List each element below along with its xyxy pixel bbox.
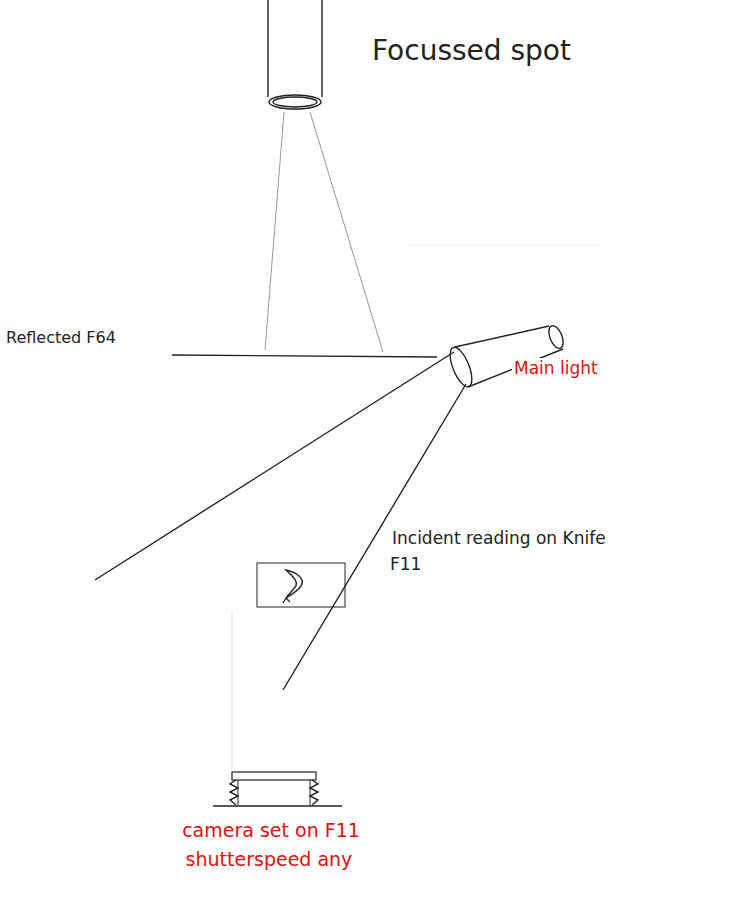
- camera-base: [213, 805, 342, 806]
- camera-bellows: [310, 780, 311, 805]
- label-text: Main light: [512, 358, 600, 378]
- spot-tube: [267, 0, 268, 97]
- camera-bellows: [230, 780, 238, 805]
- label-text: Reflected F64: [4, 328, 118, 347]
- guide-line: [232, 610, 233, 770]
- spot-tube: [321, 0, 322, 97]
- spot-lens: [273, 97, 317, 107]
- knife-blade: [286, 570, 302, 598]
- incident-reading: Incident reading on Knife F11: [390, 526, 610, 577]
- camera-bellows: [238, 780, 239, 805]
- camera-setting: camera set on F11 shutterspeed any: [140, 816, 400, 873]
- camera-bellows: [310, 780, 318, 805]
- reflector-line: [172, 355, 437, 357]
- knife-frame: [257, 563, 345, 607]
- diagram-title: Focussed spot: [370, 30, 573, 72]
- knife-handle: [283, 598, 290, 603]
- main-light-body: [455, 326, 549, 347]
- light-cone: [310, 112, 383, 352]
- main-light-lens: [446, 345, 477, 390]
- label-text: camera set on F11 shutterspeed any: [180, 819, 360, 870]
- main-light-label: Main light: [512, 356, 712, 382]
- reflected-reading: Reflected F64: [4, 326, 170, 350]
- guide-line: [410, 245, 600, 246]
- camera-lens-board: [232, 772, 316, 780]
- label-text: Incident reading on Knife F11: [390, 528, 606, 574]
- main-light-end: [546, 324, 566, 351]
- spot-lens: [269, 95, 321, 109]
- title-text: Focussed spot: [370, 34, 573, 67]
- light-cone: [265, 112, 284, 350]
